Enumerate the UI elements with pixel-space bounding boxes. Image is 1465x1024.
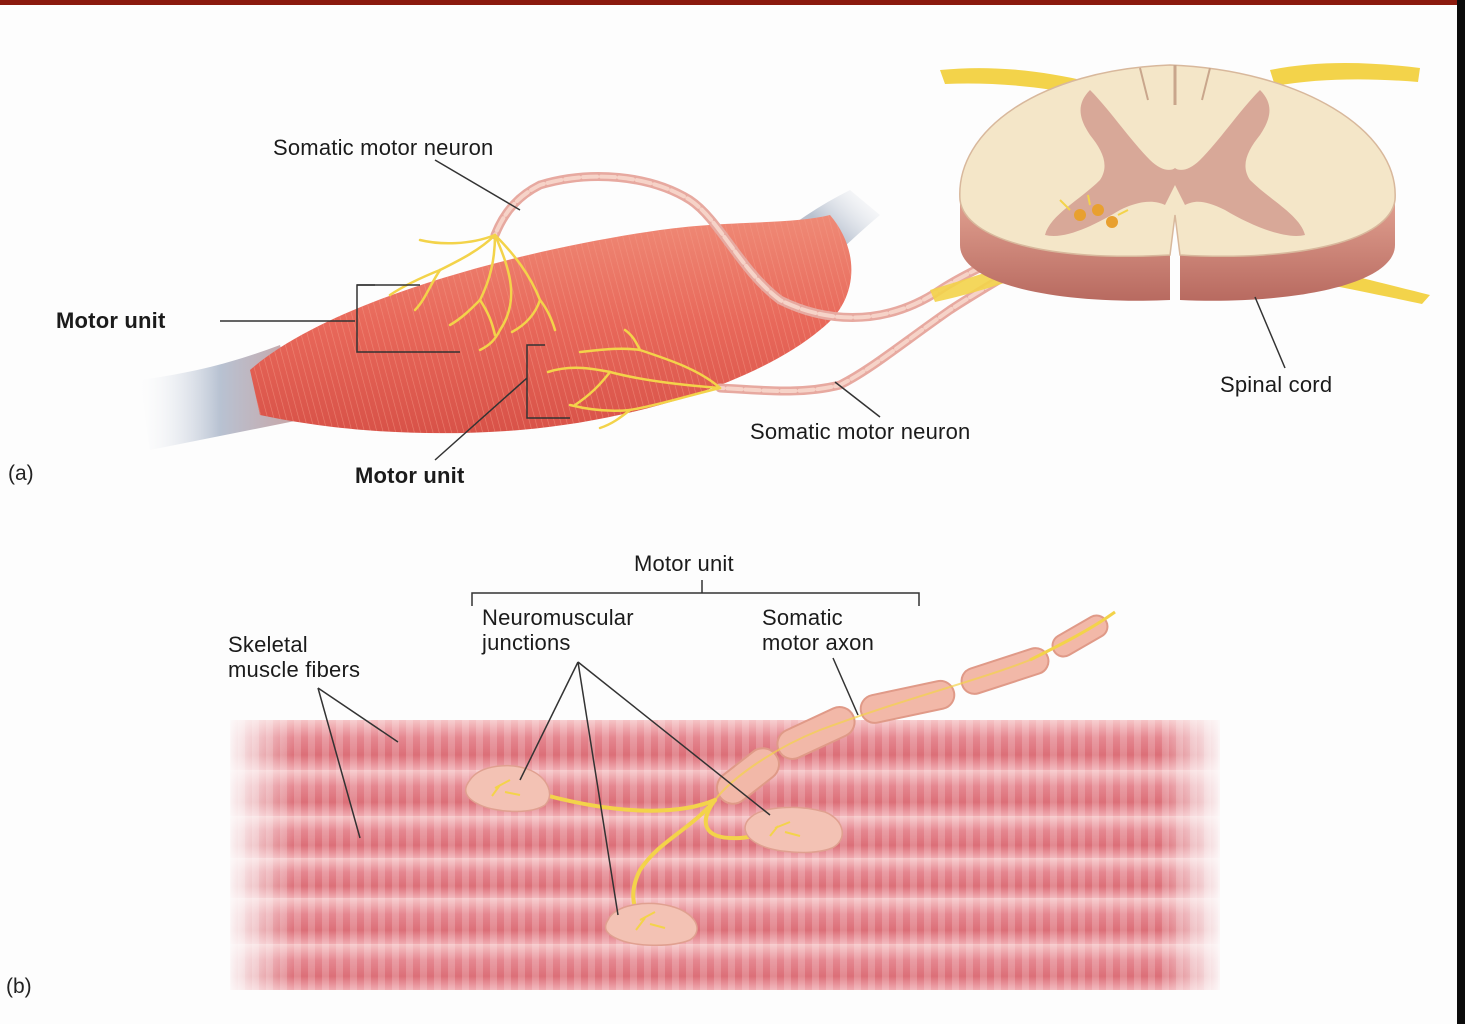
- panel-tag-b: (b): [6, 975, 32, 999]
- right-border: [1457, 0, 1465, 1024]
- label-somatic-motor-axon-1: Somatic: [762, 605, 843, 630]
- panel-tag-a: (a): [8, 462, 34, 486]
- label-somatic-motor-neuron-top: Somatic motor neuron: [273, 135, 493, 160]
- label-motor-unit-bottom: Motor unit: [355, 463, 465, 488]
- label-motor-unit-b: Motor unit: [634, 551, 734, 576]
- label-neuromuscular-junctions-2: junctions: [482, 630, 571, 655]
- muscle-fibers: [225, 715, 1225, 995]
- muscle-illustration: [140, 190, 880, 450]
- spinal-cord: [930, 63, 1430, 304]
- label-skeletal-muscle-fibers-1: Skeletal: [228, 632, 308, 657]
- label-skeletal-muscle-fibers-2: muscle fibers: [228, 657, 360, 682]
- label-spinal-cord: Spinal cord: [1220, 372, 1332, 397]
- label-somatic-motor-axon-2: motor axon: [762, 630, 874, 655]
- label-somatic-motor-neuron-bottom: Somatic motor neuron: [750, 419, 970, 444]
- label-motor-unit-left: Motor unit: [56, 308, 166, 333]
- label-neuromuscular-junctions-1: Neuromuscular: [482, 605, 634, 630]
